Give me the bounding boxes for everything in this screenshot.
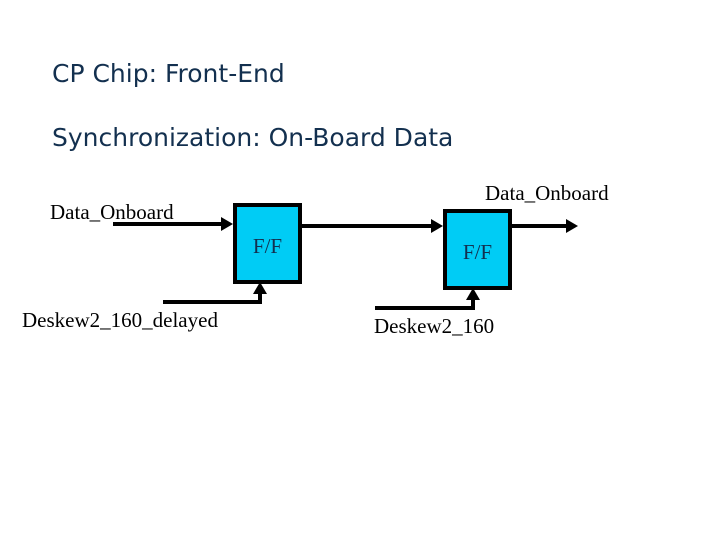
page-title-line-1: CP Chip: Front-End xyxy=(52,59,285,88)
flipflop-block-1[interactable]: F/F xyxy=(233,203,302,284)
arrowhead-data-in xyxy=(221,217,233,231)
wire-clock-ff2-horizontal xyxy=(375,306,475,310)
flipflop-block-2[interactable]: F/F xyxy=(443,209,512,290)
flipflop-block-2-label: F/F xyxy=(462,240,493,264)
wire-clock-ff2-vertical xyxy=(471,298,475,310)
signal-label-data-in: Data_Onboard xyxy=(50,200,174,224)
arrowhead-ff1-to-ff2 xyxy=(431,219,443,233)
page-title: CP Chip: Front-End Synchronization: On-B… xyxy=(52,26,672,154)
arrowhead-clock-ff1 xyxy=(253,282,267,294)
arrowhead-data-out xyxy=(566,219,578,233)
arrowhead-clock-ff2 xyxy=(466,288,480,300)
signal-label-data-out: Data_Onboard xyxy=(485,181,609,205)
wire-data-out xyxy=(512,224,568,228)
wire-data-in xyxy=(113,222,223,226)
wire-ff1-to-ff2 xyxy=(302,224,433,228)
signal-label-clock-ff1: Deskew2_160_delayed xyxy=(22,308,218,332)
page-title-line-2: Synchronization: On-Board Data xyxy=(52,123,454,152)
signal-label-clock-ff2: Deskew2_160 xyxy=(374,314,495,338)
wire-clock-ff1-horizontal xyxy=(163,300,262,304)
flipflop-block-1-label: F/F xyxy=(252,234,283,258)
wire-clock-ff1-vertical xyxy=(258,292,262,304)
